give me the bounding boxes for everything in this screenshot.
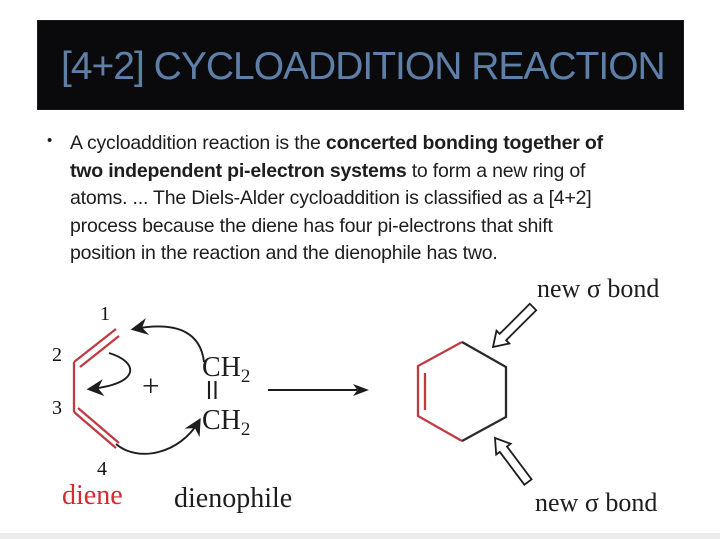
para-line2-normal: to form a new ring of (406, 159, 586, 182)
para-line1-bold: concerted bonding together of (325, 132, 603, 154)
electron-arrow-c4-to-ch2 (115, 418, 201, 455)
carbon-number-4: 4 (97, 458, 107, 480)
para-line4: process because the diene has four pi-el… (70, 214, 553, 237)
diene-bond-1-2-line2 (79, 335, 120, 368)
electron-arrow-internal (86, 352, 132, 397)
ch2-bottom-ch: CH (202, 405, 241, 436)
para-line3: atoms. ... The Diels-Alder cycloaddition… (70, 187, 592, 210)
reaction-diagram: 1 2 3 4 + CH2 CH2 (52, 274, 659, 517)
cyclohexene-product (416, 340, 508, 443)
diene-structure (72, 328, 120, 449)
carbon-number-3: 3 (52, 397, 62, 419)
ch2-top-subscript: 2 (241, 366, 251, 387)
carbon-number-2: 2 (52, 344, 62, 366)
para-line5: position in the reaction and the dienoph… (70, 242, 498, 265)
slide-title: [4+2] CYCLOADDITION REACTION (61, 45, 666, 88)
dienophile-label: dienophile (174, 483, 292, 514)
paragraph-text: A cycloaddition reaction is the concerte… (70, 130, 685, 268)
slide-bottom-edge (0, 533, 720, 539)
bullet-marker: • (47, 132, 53, 149)
product-black-edges (461, 341, 508, 443)
product-red-edges (416, 340, 463, 442)
diene-bond-3-4-line1 (73, 411, 117, 449)
diene-bond-3-4-line2 (77, 407, 120, 444)
new-sigma-bond-label-top: new σ bond (537, 274, 659, 303)
para-line2-bold: two independent pi-electron systems (70, 159, 407, 182)
title-banner: [4+2] CYCLOADDITION REACTION (37, 20, 684, 110)
para-line1-normal: A cycloaddition reaction is the (70, 132, 326, 154)
new-sigma-bond-label-bottom: new σ bond (535, 488, 657, 517)
dienophile-structure: CH2 CH2 (202, 352, 250, 440)
electron-arrow-ch2-to-c1 (130, 318, 205, 363)
ch2-bottom-subscript: 2 (241, 419, 251, 440)
ch2-top-ch: CH (202, 352, 241, 383)
bullet-paragraph: • A cycloaddition reaction is the concer… (45, 130, 685, 268)
diene-label: diene (62, 480, 123, 511)
reaction-arrow (268, 384, 369, 396)
diene-bond-1-2-line1 (73, 328, 117, 363)
hollow-arrow-top (491, 302, 538, 349)
plus-sign: + (142, 368, 159, 403)
hollow-arrow-bottom (494, 436, 533, 486)
ch2-bottom-formula: CH2 (202, 405, 250, 440)
reaction-arrow-head (353, 384, 369, 396)
carbon-number-1: 1 (100, 303, 110, 325)
ch2-top-formula: CH2 (202, 352, 250, 387)
